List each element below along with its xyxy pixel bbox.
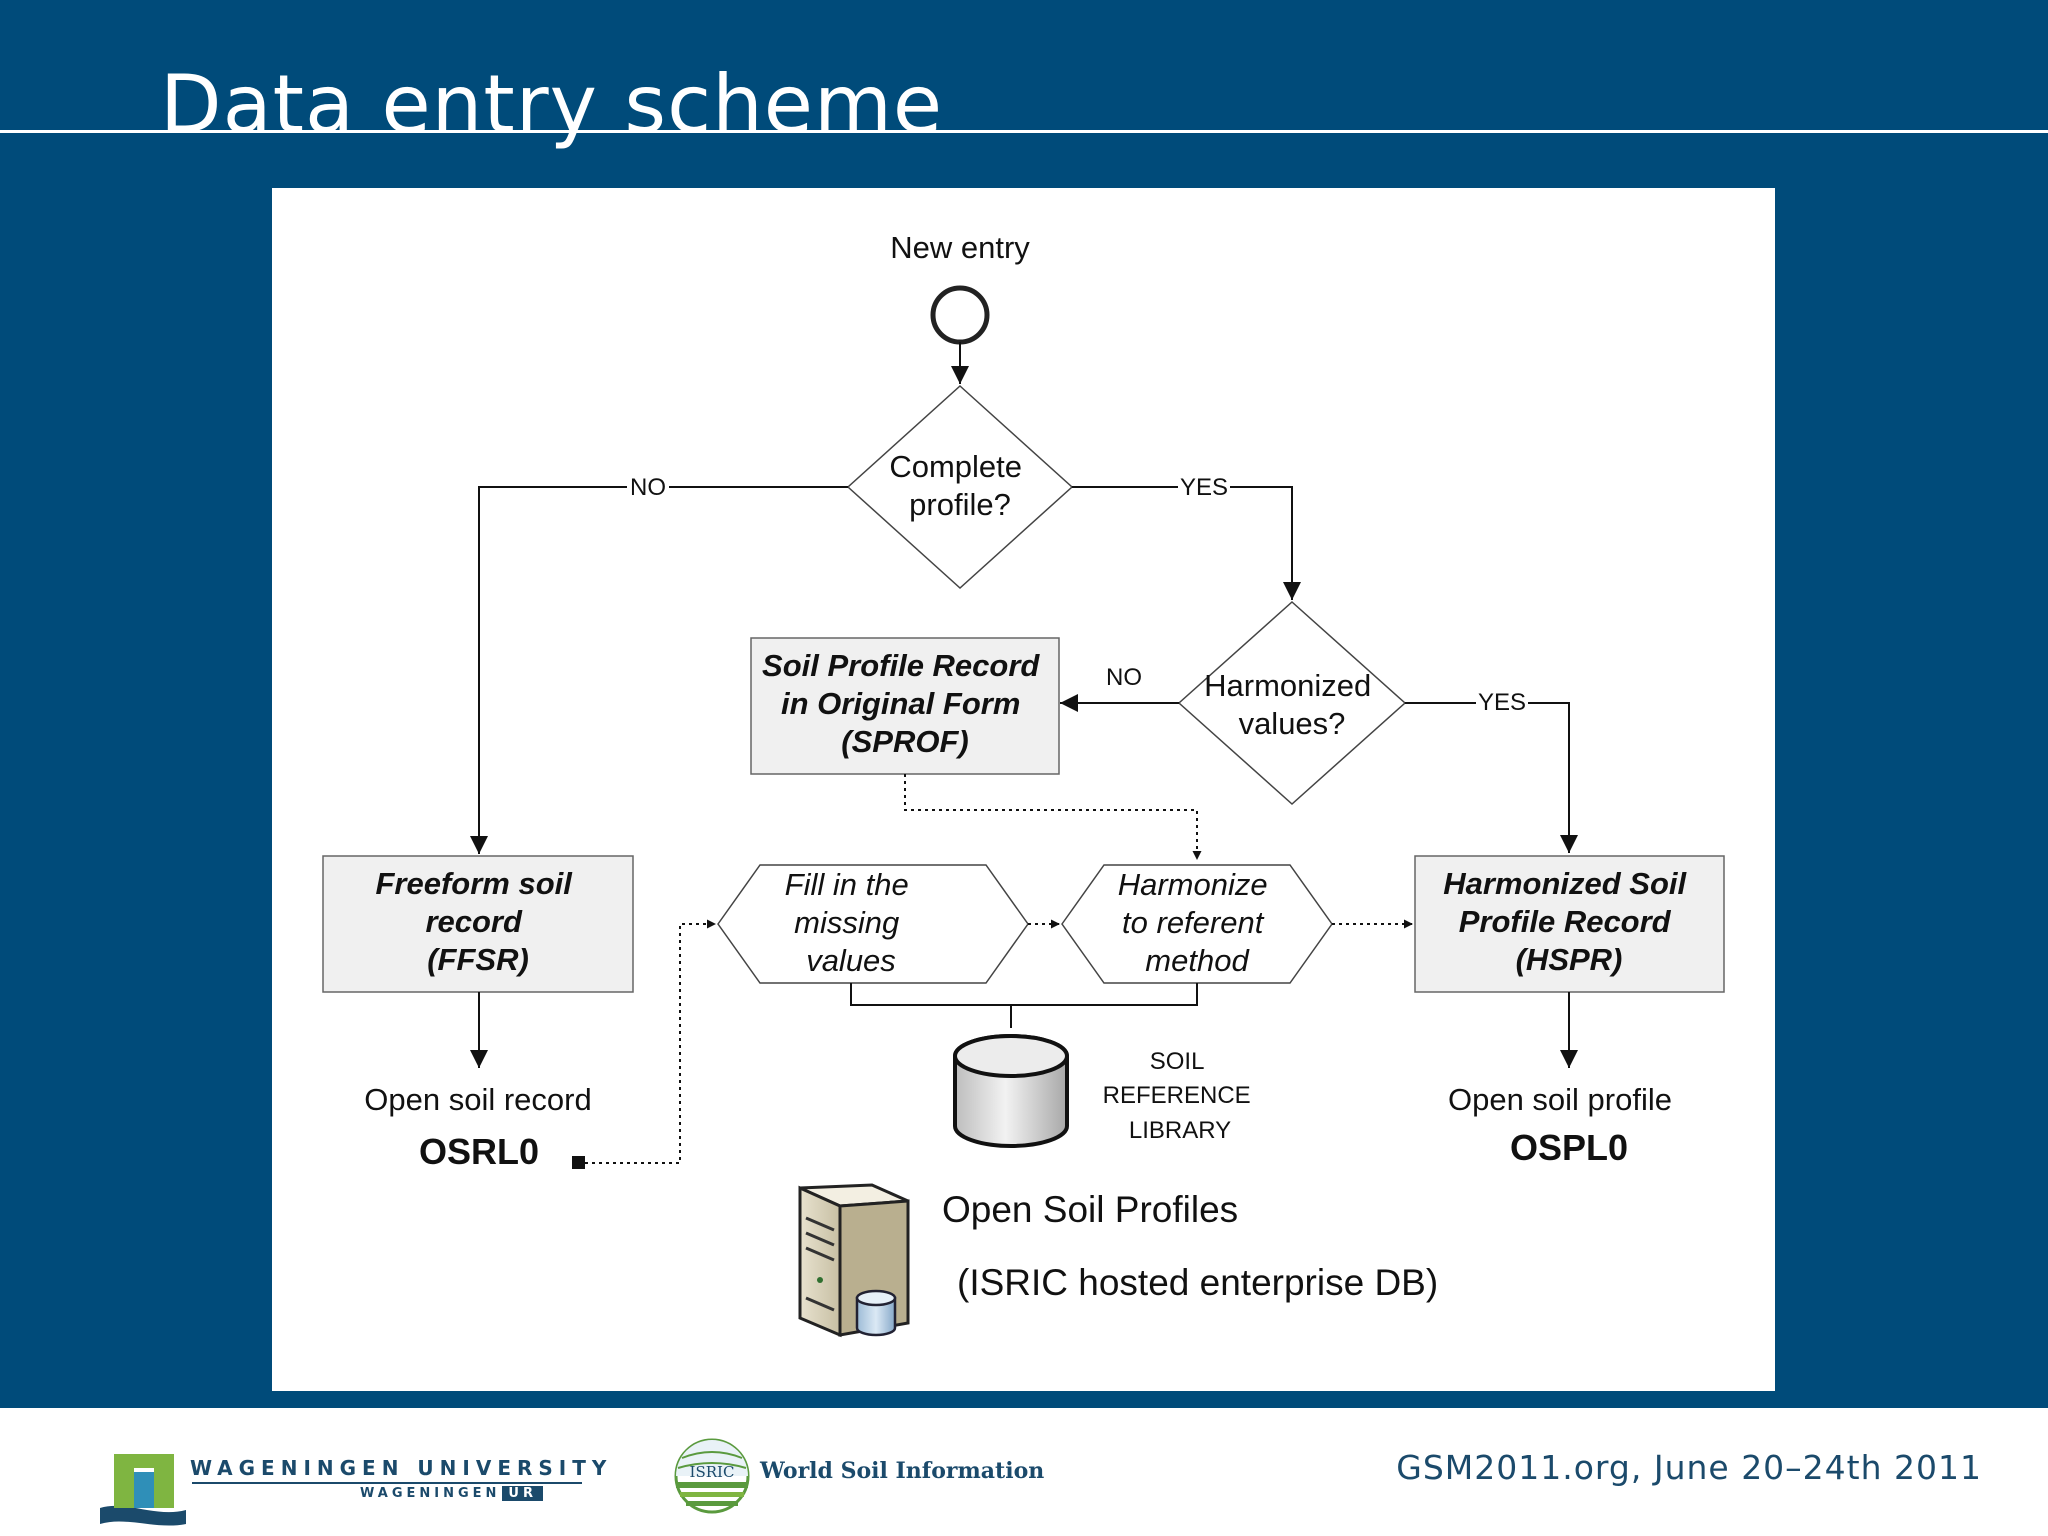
- step-harmonize-line: Harmonize: [1118, 867, 1268, 902]
- ffsr-label: Freeform soil record (FFSR): [375, 866, 580, 977]
- edge-label-yes-2: YES: [1478, 689, 1526, 716]
- wageningen-logo-icon: [100, 1454, 186, 1526]
- diagram-panel: New entry Complete profile? NO YES Harmo…: [272, 188, 1775, 1391]
- open-soil-record-label: Open soil record: [364, 1082, 591, 1117]
- hspr-line: (HSPR): [1516, 942, 1623, 977]
- ffsr-line: record: [425, 904, 523, 939]
- flowchart: New entry Complete profile? NO YES Harmo…: [322, 230, 1725, 1338]
- wageningen-university-name: WAGENINGEN UNIVERSITY: [190, 1456, 613, 1480]
- decision-complete-label: Complete profile?: [889, 449, 1030, 522]
- hspr-label: Harmonized Soil Profile Record (HSPR): [1443, 866, 1695, 977]
- edge-label-no-1: NO: [630, 474, 666, 501]
- library-line: SOIL: [1150, 1048, 1204, 1075]
- sprof-line: Soil Profile Record: [762, 648, 1040, 683]
- ffsr-line: Freeform soil: [375, 866, 573, 901]
- title-underline: [0, 130, 2048, 133]
- sprof-box: [750, 637, 1060, 775]
- decision-complete-line: Complete: [889, 449, 1022, 484]
- ospl-code: OSPL0: [1510, 1127, 1628, 1168]
- flow-yes-to-harmonized: [1072, 486, 1301, 600]
- hspr-box: [1414, 855, 1725, 993]
- osrl-code: OSRL0: [419, 1131, 539, 1172]
- hspr-line: Harmonized Soil: [1443, 866, 1687, 901]
- library-bracket: [850, 983, 1198, 1006]
- osrl-connector-square: [572, 1156, 585, 1169]
- open-soil-profile-label: Open soil profile: [1448, 1082, 1672, 1117]
- hspr-line: Profile Record: [1459, 904, 1672, 939]
- decision-complete-line: profile?: [909, 487, 1011, 522]
- flow-osrl-to-fill: [585, 919, 716, 1164]
- step-harmonize-label: Harmonize to referent method: [1118, 867, 1277, 978]
- wageningen-ur-prefix: WAGENINGEN: [360, 1486, 501, 1501]
- decision-harmonized-line: values?: [1239, 706, 1346, 741]
- step-fill-line: missing: [794, 905, 899, 940]
- slide-title: Data entry scheme: [160, 58, 944, 151]
- isric-globe-icon: ISRIC: [674, 1438, 750, 1514]
- edge-label-bg: [627, 472, 669, 502]
- sprof-line: (SPROF): [841, 724, 968, 759]
- decision-harmonized-values: [1177, 600, 1407, 806]
- step-fill-line: Fill in the: [785, 867, 909, 902]
- edge-label-bg: [1476, 688, 1528, 718]
- edge-label-yes-1: YES: [1180, 474, 1228, 501]
- decision-harmonized-line: Harmonized: [1204, 668, 1371, 703]
- library-line: REFERENCE: [1103, 1082, 1251, 1109]
- decision-complete-profile: [846, 384, 1074, 590]
- step-fill-label: Fill in the missing values: [785, 867, 918, 978]
- start-label: New entry: [890, 230, 1030, 265]
- step-harmonize-line: method: [1145, 943, 1250, 978]
- reference-library-cylinder: [953, 1034, 1069, 1148]
- isric-tagline: World Soil Information: [760, 1458, 1045, 1484]
- ffsr-line: (FFSR): [427, 942, 529, 977]
- library-line: LIBRARY: [1129, 1117, 1231, 1144]
- edge-label-no-2: NO: [1106, 664, 1142, 691]
- sprof-label: Soil Profile Record in Original Form (SP…: [762, 648, 1048, 759]
- isric-emblem-text: ISRIC: [690, 1463, 735, 1481]
- flow-yes-to-hspr: [1405, 702, 1578, 853]
- db-subtitle: (ISRIC hosted enterprise DB): [957, 1262, 1438, 1303]
- ffsr-box: [322, 855, 634, 993]
- step-harmonize-line: to referent: [1122, 905, 1265, 940]
- flow-no-to-ffsr: [470, 486, 848, 854]
- decision-harmonized-label: Harmonized values?: [1204, 668, 1380, 741]
- start-node: [930, 285, 990, 345]
- wageningen-ur-badge: UR: [502, 1486, 543, 1501]
- step-fill-line: values: [806, 943, 896, 978]
- sprof-line: in Original Form: [781, 686, 1020, 721]
- edge-label-bg: [1178, 472, 1230, 502]
- wageningen-divider: [192, 1482, 582, 1484]
- db-title: Open Soil Profiles: [942, 1189, 1238, 1230]
- server-database-icon: [798, 1183, 910, 1338]
- reference-library-label: SOIL REFERENCE LIBRARY: [1103, 1048, 1258, 1144]
- flow-sprof-to-harmonize: [904, 774, 1202, 860]
- event-info: GSM2011.org, June 20–24th 2011: [1396, 1448, 1982, 1487]
